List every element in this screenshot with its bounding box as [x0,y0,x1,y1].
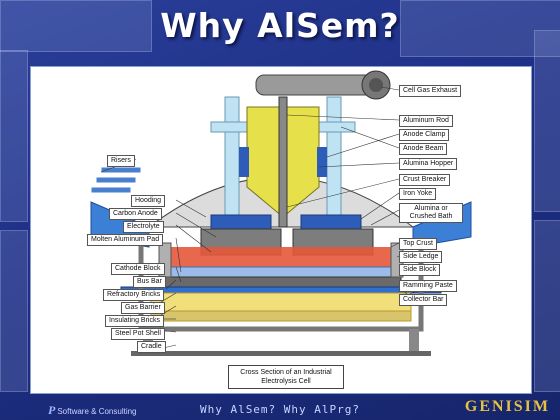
label-cathode-block: Cathode Block [111,263,165,275]
label-refractory-bricks: Refractory Bricks [103,289,165,301]
insulating-bricks [150,310,412,322]
anode-clamp-right [317,147,327,177]
cradle-right [409,329,419,355]
refractory-bricks [150,292,412,312]
label-cell-gas-exhaust: Cell Gas Exhaust [399,85,462,97]
bus-bar [120,286,442,294]
label-anode-clamp: Anode Clamp [399,129,450,141]
label-alumina-text: Alumina or Crushed Bath [409,205,453,220]
anode-clamp-left [239,147,249,177]
background-window-5 [0,0,152,52]
label-iron-yoke: Iron Yoke [399,188,437,200]
brand-logo: GENISIM [464,398,550,415]
label-ramming-paste: Ramming Paste [399,280,457,292]
label-alumina-hopper: Alumina Hopper [399,158,458,170]
label-risers: Risers [107,155,135,167]
superstructure-right-post [326,96,342,228]
diagram-caption: Cross Section of an Industrial Electroly… [228,365,344,389]
slide-title: Why AlSem? [160,6,400,45]
anode-yoke-left [210,214,272,230]
label-collector-bar: Collector Bar [399,294,448,306]
risers-left [90,166,142,194]
electrolysis-cell-diagram [90,70,472,356]
background-window-6 [400,0,560,57]
background-window-3 [534,30,560,212]
label-alumina-or-crushed-bath: Alumina or Crushed Bath [399,203,463,223]
footer-text: Why AlSem? Why AlPrg? [199,403,361,416]
cell-gas-exhaust [255,74,377,96]
diagram-panel: Risers Hooding Carbon Anode Electrolyte … [30,66,532,394]
superstructure-left-post [224,96,240,228]
background-window-1 [0,50,28,222]
logo-mark: P [48,403,56,417]
label-hooding: Hooding [131,195,166,207]
anode-yoke-right [300,214,362,230]
crust-breaker [278,96,288,228]
label-crust-breaker: Crust Breaker [399,174,451,186]
cradle-base [131,351,431,356]
label-anode-beam: Anode Beam [399,143,448,155]
label-side-ledge: Side Ledge [399,251,443,263]
molten-aluminum-pad [170,266,392,278]
label-gas-barrier: Gas Barrier [121,302,165,314]
electrolyte-bath [171,247,391,267]
background-window-2 [0,230,28,392]
label-aluminum-rod: Aluminum Rod [399,115,453,127]
label-carbon-anode: Carbon Anode [109,208,162,220]
label-electrolyte: Electrolyte [123,221,164,233]
label-top-crust: Top Crust [399,238,437,250]
label-insulating-bricks: Insulating Bricks [105,315,164,327]
label-bus-bar: Bus Bar [133,276,166,288]
label-cradle: Cradle [137,341,166,353]
label-side-block: Side Block [399,264,441,276]
logo-text: Software & Consulting [57,407,137,416]
label-molten-aluminum-pad: Molten Aluminum Pad [87,234,164,246]
label-steel-pot-shell: Steel Pot Shell [111,328,165,340]
background-window-4 [534,220,560,392]
